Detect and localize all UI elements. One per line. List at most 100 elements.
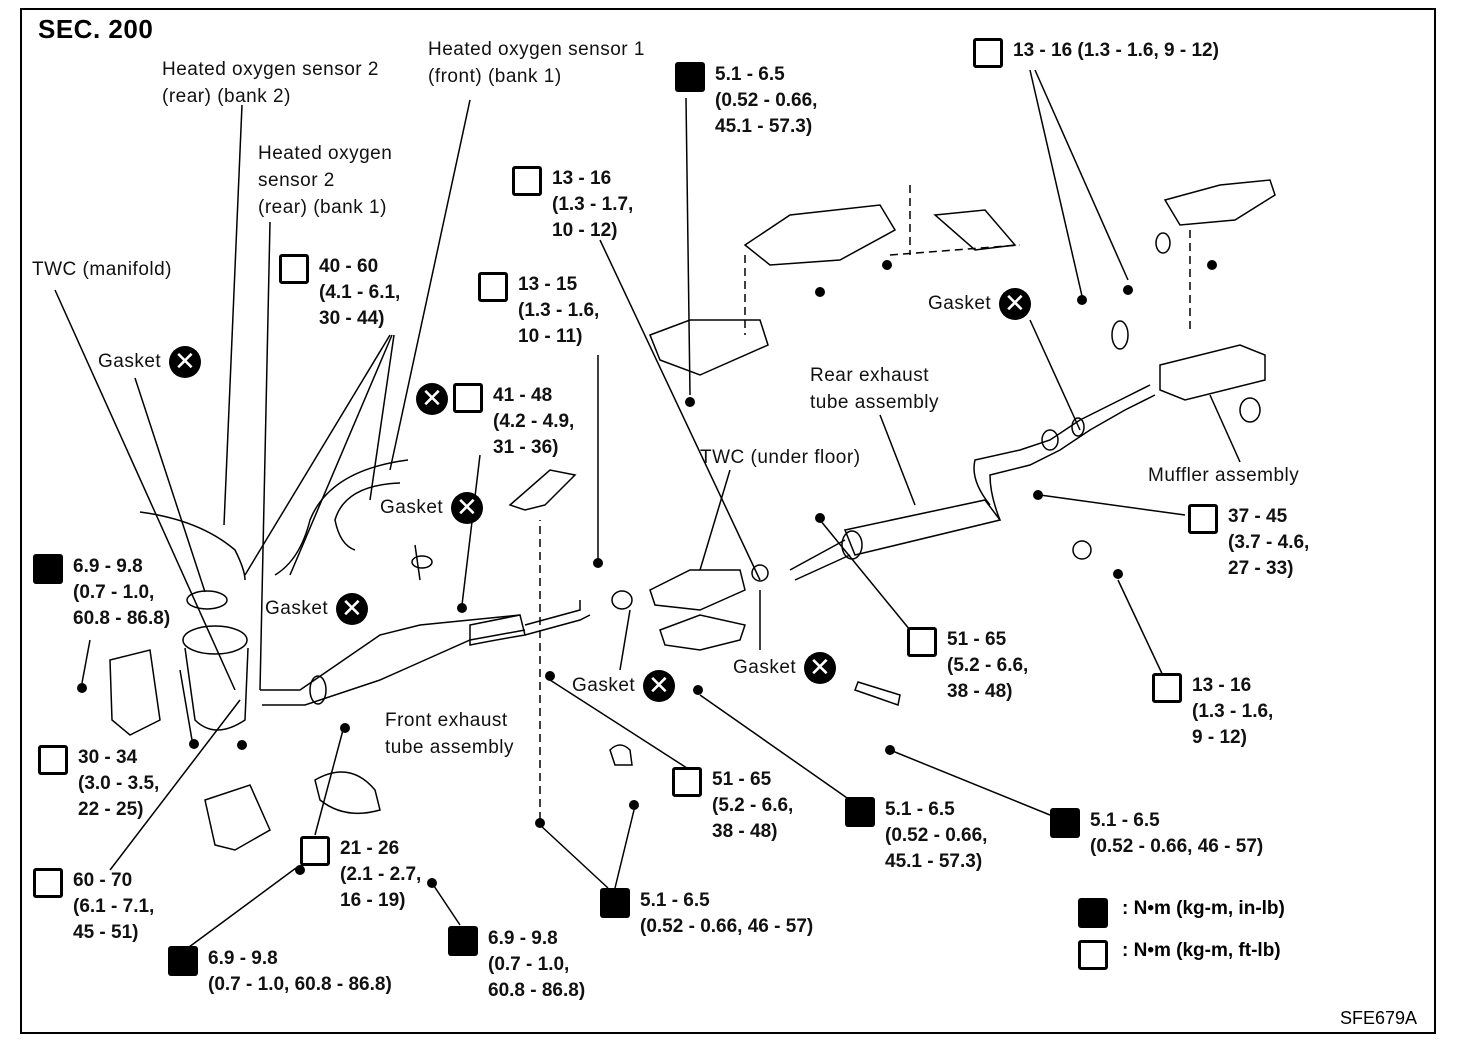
label-gasket-4: Gasket✕ xyxy=(733,652,837,684)
bolt-13 xyxy=(1033,490,1043,500)
label-ho2s1-bank1: Heated oxygen sensor 1 (front) (bank 1) xyxy=(428,39,645,87)
leader-twc-under xyxy=(699,469,731,571)
hanger-rubber-c xyxy=(1072,540,1092,560)
torque-5165-right: 5.1 - 6.5 (0.52 - 0.66, 46 - 57) xyxy=(1050,808,1263,860)
leader-muffler xyxy=(1209,394,1241,463)
torque-4148: 41 - 48 (4.2 - 4.9, 31 - 36) xyxy=(453,383,574,461)
torque-inlb-icon xyxy=(448,926,478,956)
bolt-3 xyxy=(237,740,247,750)
torque-1316-top: 13 - 16 (1.3 - 1.6, 9 - 12) xyxy=(973,38,1219,68)
torque-4060: 40 - 60 (4.1 - 6.1, 30 - 44) xyxy=(279,254,400,332)
heatshield-twc xyxy=(659,614,746,651)
do-not-reuse-icon: ✕ xyxy=(999,288,1032,320)
front-tube-top xyxy=(260,614,521,691)
torque-6998-mid: 6.9 - 9.8 (0.7 - 1.0, 60.8 - 86.8) xyxy=(448,926,585,1004)
label-ho2s2-bank2: Heated oxygen sensor 2 (rear) (bank 2) xyxy=(162,59,379,107)
muffler-heatshield xyxy=(1163,179,1276,226)
bolt-17 xyxy=(882,260,892,270)
torque-6998-bottom: 6.9 - 9.8 (0.7 - 1.0, 60.8 - 86.8) xyxy=(168,946,392,998)
sensor-wire-ho2s2-b2 xyxy=(139,511,246,581)
twc-under-body xyxy=(649,569,746,611)
bolt-22 xyxy=(457,603,467,613)
torque-ftlb-icon xyxy=(973,38,1003,68)
label-gasket-right: Gasket✕ xyxy=(928,288,1032,320)
do-not-reuse-icon: ✕ xyxy=(643,670,676,702)
legend-ftlb: : N•m (kg-m, ft-lb) xyxy=(1078,940,1281,970)
label-gasket-1: Gasket✕ xyxy=(98,346,202,378)
label-twc-under-floor: TWC (under floor) xyxy=(700,447,861,468)
torque-inlb-icon xyxy=(600,888,630,918)
torque-6998-left: 6.9 - 9.8 (0.7 - 1.0, 60.8 - 86.8) xyxy=(33,554,170,632)
heatshield-left xyxy=(109,649,161,736)
leader-5165-mid xyxy=(699,694,851,801)
leader-ho2s2-bank2 xyxy=(223,104,243,526)
heatshield-lower xyxy=(314,771,381,815)
legend-inlb: : N•m (kg-m, in-lb) xyxy=(1078,898,1285,928)
heatshield-bottom xyxy=(204,784,271,851)
do-not-reuse-icon: ✕ xyxy=(336,593,369,625)
rear-tube-bottom xyxy=(989,394,1156,521)
do-not-reuse-icon: ✕ xyxy=(804,652,837,684)
torque-3034: 30 - 34 (3.0 - 3.5, 22 - 25) xyxy=(38,745,159,823)
torque-5165-bottom: 5.1 - 6.5 (0.52 - 0.66, 46 - 57) xyxy=(600,888,813,940)
torque-2126: 21 - 26 (2.1 - 2.7, 16 - 19) xyxy=(300,836,421,914)
gasket-ring-1 xyxy=(186,590,228,610)
sensor-wire-ho2s2-b1 xyxy=(274,459,409,576)
torque-inlb-icon xyxy=(1078,898,1108,928)
section-label: SEC. 200 xyxy=(38,14,154,44)
label-gasket-2: Gasket✕ xyxy=(380,492,484,524)
bolt-18 xyxy=(1077,295,1087,305)
bolt-11 xyxy=(885,745,895,755)
leader-5165-a xyxy=(549,679,691,771)
torque-inlb-icon xyxy=(845,797,875,827)
torque-1316-mid: 13 - 16 (1.3 - 1.7, 10 - 12) xyxy=(512,166,633,244)
leader-rear-tube xyxy=(879,414,916,506)
bolt-19 xyxy=(1123,285,1133,295)
torque-5165-top: 5.1 - 6.5 (0.52 - 0.66, 45.1 - 57.3) xyxy=(675,62,817,140)
label-twc-manifold: TWC (manifold) xyxy=(32,259,173,280)
leader-ho2s2-bank1 xyxy=(259,221,271,691)
heatshield-rear xyxy=(933,209,1017,251)
leader-5165-bottom-b xyxy=(614,809,635,889)
leader-gasket-1 xyxy=(134,377,206,593)
leader-5165-top xyxy=(685,97,691,396)
bolt-5 xyxy=(340,723,350,733)
torque-inlb-icon xyxy=(33,554,63,584)
heatshield-front xyxy=(649,319,769,376)
figure-frame xyxy=(20,8,1436,1034)
torque-ftlb-icon xyxy=(38,745,68,775)
heatshield-mid xyxy=(743,204,897,266)
torque-5165-b: 51 - 65 (5.2 - 6.6, 38 - 48) xyxy=(907,627,1028,705)
leader-1316-top-a xyxy=(1029,69,1083,297)
torque-3745: 37 - 45 (3.7 - 4.6, 27 - 33) xyxy=(1188,504,1309,582)
gasket-flange-3 xyxy=(611,590,633,610)
torque-ftlb-icon xyxy=(907,627,937,657)
leader-1316-top-b xyxy=(1034,69,1129,281)
leader-4148 xyxy=(461,454,481,606)
resonator xyxy=(843,499,1002,556)
torque-5165-a: 51 - 65 (5.2 - 6.6, 38 - 48) xyxy=(672,767,793,845)
bolt-9 xyxy=(545,671,555,681)
torque-ftlb-icon xyxy=(512,166,542,196)
leader-twc-manifold xyxy=(54,289,236,691)
bolt-4 xyxy=(295,865,305,875)
leader-5165-right xyxy=(889,749,1051,816)
label-rear-exhaust-tube: Rear exhaust tube assembly xyxy=(810,365,940,413)
leader-6998-mid xyxy=(429,879,461,926)
label-gasket-3: Gasket✕ xyxy=(572,670,676,702)
do-not-reuse-icon: ✕ xyxy=(169,346,202,378)
rear-flange xyxy=(1041,429,1059,451)
bracket-hanger xyxy=(508,469,577,511)
bolt-20 xyxy=(1207,260,1217,270)
bolt-16 xyxy=(815,287,825,297)
front-flange xyxy=(309,675,327,705)
label-ho2s2-bank1: Heated oxygen sensor 2 (rear) (bank 1) xyxy=(258,143,393,218)
leader-6998-left xyxy=(81,639,91,684)
twc-manifold-flange xyxy=(182,625,248,655)
torque-ftlb-icon xyxy=(672,767,702,797)
sensor-wire-ho2s1 xyxy=(334,482,401,551)
leader-4060-b xyxy=(289,334,393,576)
bolt-10 xyxy=(693,685,703,695)
